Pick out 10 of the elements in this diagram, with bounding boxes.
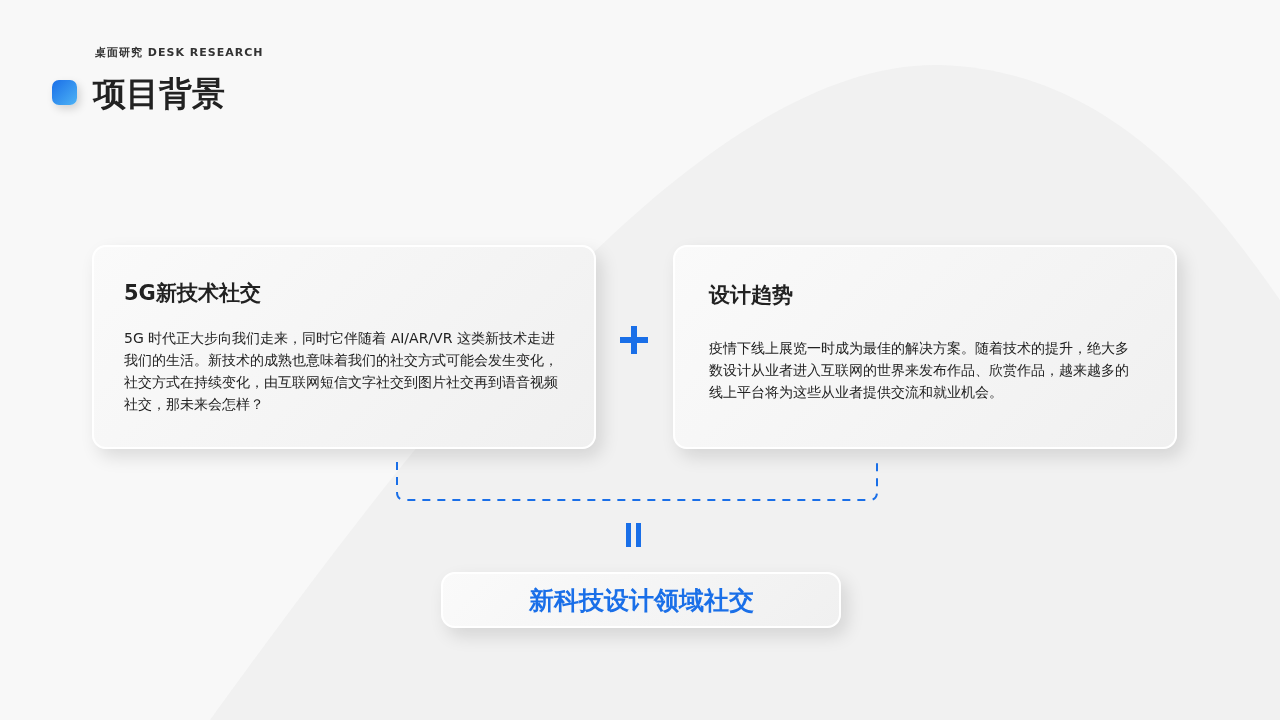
card-heading: 设计趋势 xyxy=(709,282,794,309)
card-heading: 5G新技术社交 xyxy=(124,280,262,307)
result-text: 新科技设计领域社交 xyxy=(528,584,754,617)
result-box xyxy=(441,572,841,628)
card-body-text: 5G 时代正大步向我们走来，同时它伴随着 AI/AR/VR 这类新技术走进我们的生活。新技术的成熟也意味着我们的社交方式可能会发生变化，社交方式在持续变化，由互联网短信文字社交到图片社交再到语音视频社交，那未来会怎样？ xyxy=(124,329,559,414)
page-title: 项目背景 xyxy=(93,73,225,115)
text-card xyxy=(92,245,596,449)
card-body-text: 疫情下线上展览一时成为最佳的解决方案。随着技术的提升，绝大多数设计从业者进入互联网的世界来发布作品、欣赏作品，越来越多的线上平台将为这些从业者提供交流和就业机会。 xyxy=(709,339,1130,402)
subtitle: 桌面研究 DESK RESEARCH xyxy=(95,45,264,60)
text-card xyxy=(673,245,1177,449)
